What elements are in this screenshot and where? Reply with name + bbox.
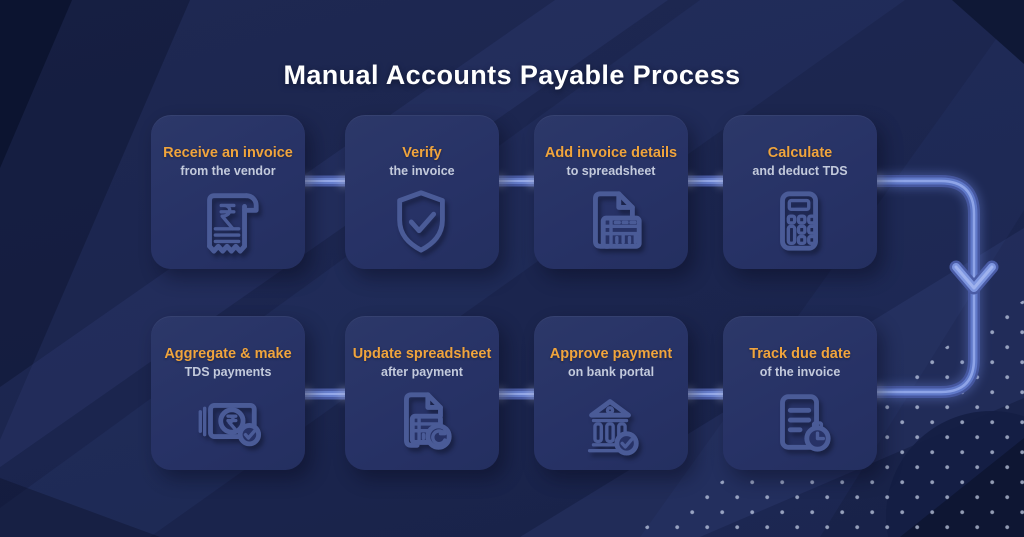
arrow-head-icon xyxy=(949,260,999,295)
step-heading: Update spreadsheet xyxy=(352,346,492,362)
spreadsheet-refresh-icon xyxy=(345,387,499,471)
step-card-update-spreadsheet: Update spreadsheet after payment xyxy=(345,316,499,470)
step-subtitle: to spreadsheet xyxy=(566,163,656,178)
calculator-icon xyxy=(723,186,877,270)
receipt-rupee-icon xyxy=(151,186,305,270)
step-heading: Aggregate & make xyxy=(164,346,292,362)
bank-check-icon xyxy=(534,387,688,471)
spreadsheet-document-icon xyxy=(534,186,688,270)
shield-check-icon xyxy=(345,186,499,270)
step-card-verify-invoice: Verify the invoice xyxy=(345,115,499,269)
step-card-aggregate-tds-payments: Aggregate & make TDS payments xyxy=(151,316,305,470)
cash-rupee-check-icon xyxy=(151,387,305,471)
step-subtitle: on bank portal xyxy=(567,364,655,379)
step-subtitle: the invoice xyxy=(389,163,455,178)
step-subtitle: and deduct TDS xyxy=(752,163,848,178)
step-heading: Calculate xyxy=(767,145,833,161)
step-subtitle: after payment xyxy=(381,364,463,379)
step-heading: Add invoice details xyxy=(544,145,678,161)
step-heading: Approve payment xyxy=(549,346,673,362)
step-heading: Receive an invoice xyxy=(163,145,293,161)
step-heading: Verify xyxy=(402,145,442,161)
page-title: Manual Accounts Payable Process xyxy=(283,60,741,91)
step-card-add-invoice-details: Add invoice details to spreadsheet xyxy=(534,115,688,269)
step-heading: Track due date xyxy=(749,346,851,362)
step-card-receive-invoice: Receive an invoice from the vendor xyxy=(151,115,305,269)
step-subtitle: TDS payments xyxy=(184,364,272,379)
step-card-track-due-date: Track due date of the invoice xyxy=(723,316,877,470)
step-subtitle: of the invoice xyxy=(759,364,841,379)
step-card-approve-payment: Approve payment on bank portal xyxy=(534,316,688,470)
document-clock-icon xyxy=(723,387,877,471)
flow-arrow xyxy=(868,172,999,401)
step-subtitle: from the vendor xyxy=(180,163,276,178)
bg-circle xyxy=(886,411,1024,537)
step-card-calculate-tds: Calculate and deduct TDS xyxy=(723,115,877,269)
